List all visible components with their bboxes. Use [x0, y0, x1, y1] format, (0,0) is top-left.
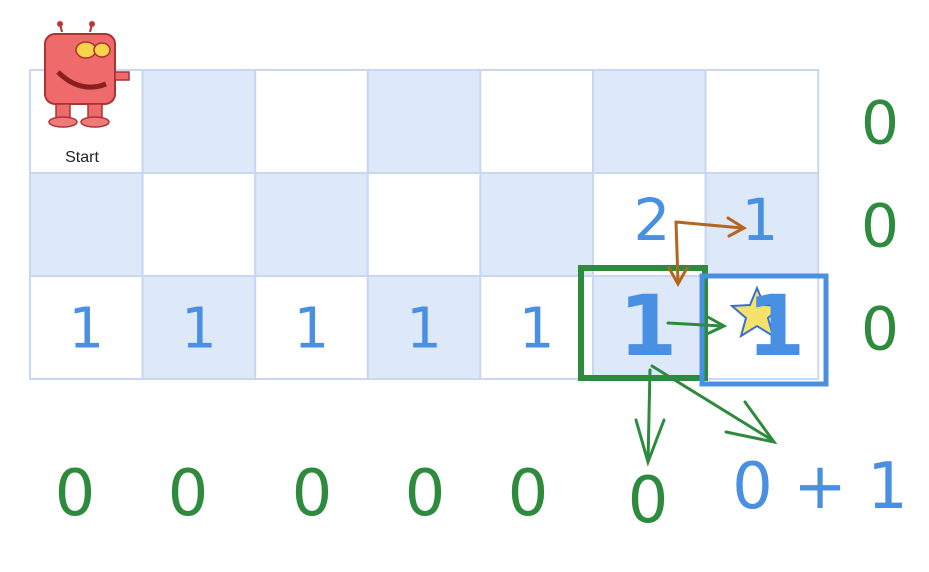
grid-cell [366, 275, 482, 380]
grid-cell [254, 275, 369, 380]
grid-cell [141, 275, 257, 380]
orange-arrows [667, 216, 747, 288]
cell-value: 2 [634, 186, 671, 254]
cell-value: 1 [68, 297, 104, 362]
bottom-row-value: 0 + 1 [732, 450, 908, 524]
bottom-row-value: 0 [168, 457, 209, 531]
grid-cell [366, 172, 482, 277]
right-column-value: 0 [861, 192, 899, 262]
cell-value: 1 [406, 297, 442, 362]
bottom-row-value: 0 [628, 464, 669, 538]
green-arrows [634, 314, 778, 467]
bottom-row-value: 0 [292, 457, 333, 531]
robot-icon [44, 21, 130, 128]
bottom-row-value: 0 [405, 457, 446, 531]
grid-cell [141, 172, 257, 277]
grid [29, 69, 820, 380]
grid-cell [479, 172, 594, 277]
grid-cell [704, 172, 820, 277]
grid-cell [254, 69, 369, 174]
cell-value: 1 [181, 297, 217, 362]
cell-value: 1 [519, 297, 555, 362]
cell-value: 1 [742, 186, 779, 254]
grid-cell [479, 275, 594, 380]
right-column-value: 0 [861, 295, 899, 365]
cell-value: 1 [619, 277, 677, 375]
cell-value: 1 [294, 297, 330, 362]
bottom-row-value: 0 [508, 457, 549, 531]
star-icon [729, 285, 785, 339]
grid-cell [479, 69, 594, 174]
cell-value: 1 [747, 277, 805, 375]
grid-cell [254, 172, 369, 277]
start-label: Start [65, 149, 99, 166]
grid-cell [592, 69, 707, 174]
grid-cell [29, 172, 144, 277]
right-column-values: 0 0 0 [861, 89, 899, 365]
target-cell-highlight [699, 273, 829, 387]
grid-cell [141, 69, 257, 174]
grid-cell [592, 275, 707, 380]
grid-cell [366, 69, 482, 174]
bottom-row-value: 0 [55, 457, 96, 531]
grid-cell [704, 69, 820, 174]
current-cell-highlight [578, 265, 708, 381]
right-column-value: 0 [861, 89, 899, 159]
